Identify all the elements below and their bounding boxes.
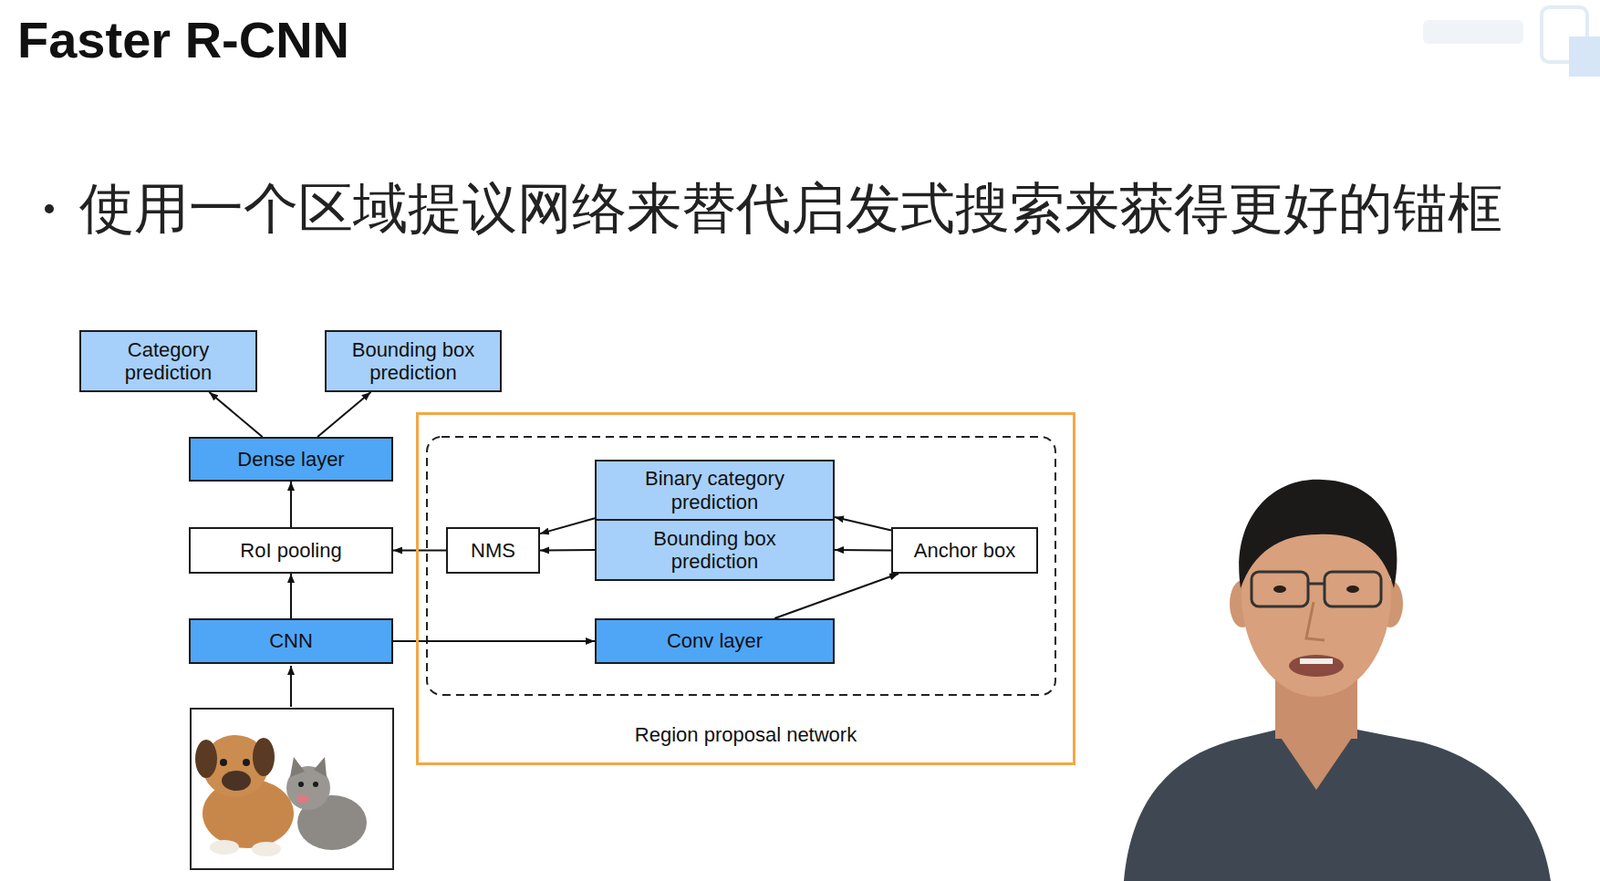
box-label: Bounding box prediction [623,527,806,574]
region-label: Region proposal network [634,723,857,747]
process-box: RoI pooling [188,527,394,574]
input-image-part [251,841,281,857]
input-image-part [242,758,250,767]
output-box: Bounding box prediction [594,519,835,582]
presenter-figure-part [1273,585,1287,593]
layer-box: Conv layer [594,618,835,665]
input-image-part [221,770,251,791]
output-box: Bounding box prediction [324,330,502,393]
bullet-text: 使用一个区域提议网络来替代启发式搜索来获得更好的锚框 [79,176,1503,242]
presenter-figure-part [1308,582,1325,586]
dashed-group-outline [426,436,1056,696]
flow-arrow [290,573,292,619]
watermark-part [1568,36,1600,77]
box-label: RoI pooling [239,539,342,562]
presenter-figure-part [1299,658,1333,665]
watermark-part [1423,20,1524,44]
input-image-part [252,737,275,777]
flow-arrow [834,549,892,552]
input-image-part [313,757,327,778]
presenter-figure-part [1123,729,1551,881]
presenter-figure-part [1251,571,1309,607]
box-label: CNN [269,629,313,653]
flow-arrow [393,640,595,643]
slide-title: Faster R-CNN [17,9,350,71]
flow-arrow [834,517,892,531]
box-label: NMS [470,539,516,562]
presenter-figure-part [1288,654,1344,677]
box-label: Binary category prediction [623,467,806,514]
presenter-figure-part [1275,729,1358,790]
box-label: Anchor box [914,539,1016,562]
input-image-part [298,781,304,788]
box-label: Bounding box prediction [335,338,491,385]
input-image-part [190,708,394,870]
layer-box: Dense layer [188,436,394,482]
input-image-part [209,840,239,855]
process-box: Anchor box [891,527,1039,574]
layer-box: CNN [188,618,394,665]
flow-arrow [317,392,371,437]
box-label: Conv layer [666,629,763,653]
bullet-dot [44,204,54,214]
presenter-figure-part [1346,585,1360,593]
presenter-figure-part [1306,602,1325,641]
input-image [190,708,394,870]
flow-arrow [540,549,595,552]
flow-arrow [540,518,595,534]
box-label: Category prediction [90,338,247,385]
input-image-part [290,757,305,778]
input-image-part [312,781,319,788]
box-label: Dense layer [237,447,344,471]
output-box: Category prediction [79,330,258,393]
flow-arrow [290,481,292,528]
input-image-part [296,794,310,804]
input-image-part [195,739,218,779]
network-region: Region proposal network Binary category p… [415,412,1076,766]
input-image-part [219,758,228,767]
output-box: Binary category prediction [594,459,835,521]
process-box: NMS [446,527,541,574]
input-arrow [290,665,292,707]
flow-arrow [208,392,262,437]
watermark [1423,7,1600,77]
presenter-figure [1123,479,1551,881]
flow-arrow [393,550,447,552]
presenter-figure-part [1324,571,1382,607]
